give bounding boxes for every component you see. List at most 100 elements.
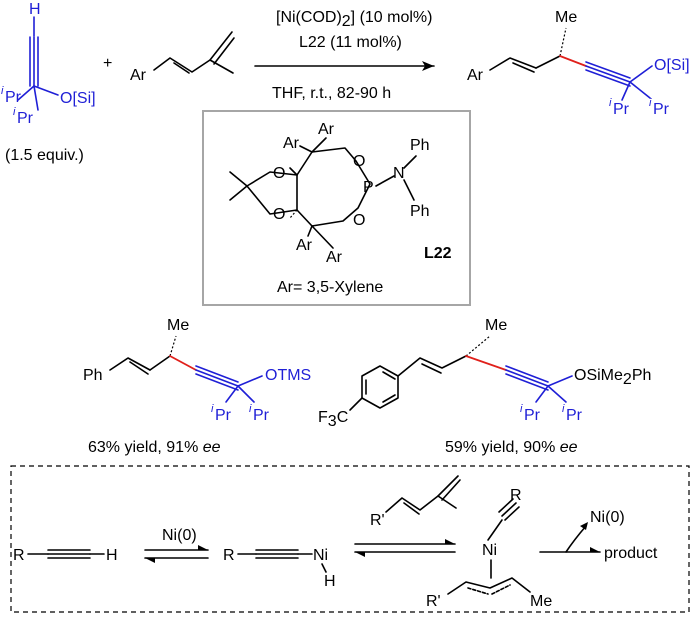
mech-diene-r: R' (370, 512, 385, 529)
example-product-2: F3C Me OSiMe2Ph i Pr i Pr 59% yield, 90%… (318, 317, 651, 456)
product-alkyne-2 (585, 65, 631, 83)
final-arrow-head (590, 547, 600, 552)
mech-product: product (604, 545, 658, 562)
mech-ni-h-bond (321, 563, 327, 573)
diene-terminal-bond (209, 31, 233, 61)
diene-ar-label: Ar (130, 67, 147, 84)
enyne-product: Ar Me O[Si] i Pr i Pr (467, 9, 690, 118)
ex1-double (129, 361, 149, 375)
ex1-ipr2-label: Pr (253, 407, 270, 424)
product-ipr2-label: Pr (653, 101, 670, 118)
product-allyl-bond (535, 55, 561, 69)
eq1-forward-head (198, 545, 208, 550)
ex1-ipr1-bond (225, 385, 239, 403)
ph-label-1: Ph (410, 137, 430, 154)
mechanism-box (10, 465, 690, 613)
ex1-me-label: Me (167, 317, 189, 334)
product-alkyne-3 (585, 69, 631, 87)
eq1-reverse-head (145, 558, 155, 563)
wedge-bond (289, 167, 298, 176)
ex2-ipr2-bond (547, 385, 567, 403)
ex2-benzene-ring (361, 365, 399, 409)
mech-ni1: Ni (313, 547, 328, 564)
mech-r1: R (13, 547, 25, 564)
ar-bond-1 (299, 145, 313, 153)
ar-label-3: Ar (296, 237, 313, 254)
ex2-c-o-bond (547, 375, 573, 387)
ex2-alkyne-3 (505, 373, 549, 391)
ex1-ipr2-bond (237, 385, 255, 403)
ar-label-1: Ar (283, 135, 300, 152)
product-ipr1-sup: i (609, 97, 612, 109)
product-ar-label: Ar (467, 67, 484, 84)
osi-label: O[Si] (60, 90, 96, 107)
ex2-ring-double-1 (382, 371, 396, 380)
mech-ni2: Ni (482, 542, 497, 559)
ring-o-label-1: O (273, 165, 285, 182)
reaction-conditions: [Ni(COD)2] (10 mol%) L22 (11 mol%) THF, … (254, 9, 435, 102)
ex1-alkyne-2 (195, 369, 239, 387)
ex1-c-o-bond (237, 375, 263, 387)
ex2-ring-double-3 (382, 394, 396, 403)
ex2-vinyl (397, 355, 467, 377)
eq2-forward-head (445, 539, 455, 544)
solvent-text: THF, r.t., 82-90 h (272, 85, 391, 102)
mech-alkyne3-a (501, 502, 517, 517)
ex2-ipr1-bond (535, 385, 549, 403)
hash-bond (289, 209, 298, 219)
ex1-vinyl (109, 357, 151, 371)
c-o-bond (33, 85, 59, 96)
ligand-box (202, 110, 471, 306)
ph-label-2: Ph (410, 203, 430, 220)
equiv-label: (1.5 equiv.) (5, 147, 84, 164)
mech-r-prime2: R' (426, 593, 441, 610)
ex1-alkyne-3 (195, 373, 239, 391)
mech-allyl-chain (447, 577, 531, 595)
phosphite-o-label-1: O (353, 153, 365, 170)
c-ipr1-bond (17, 85, 35, 101)
ex2-cf3-label: F3C (318, 409, 348, 430)
alkyne-reagent: H O[Si] i Pr i Pr (1.5 equiv.) (1, 1, 96, 164)
ipr1-sup: i (1, 85, 4, 97)
ring-o-label-2: O (273, 206, 285, 223)
eq2-reverse-head (355, 552, 365, 557)
ex2-cf3-bond (349, 397, 363, 411)
ex1-aryl-label: Ph (83, 367, 103, 384)
ar-label-2: Ar (318, 121, 335, 138)
product-ipr2-sup: i (649, 97, 652, 109)
product-ipr2-bond (629, 81, 651, 99)
product-vinyl (489, 57, 537, 71)
n-ph-bond-2 (403, 179, 415, 201)
n-ph-bond-1 (403, 155, 417, 169)
ex2-hashed-me (465, 335, 491, 357)
mech-me: Me (530, 593, 552, 610)
ligand-loading-text: L22 (11 mol%) (299, 34, 402, 51)
mech-allyl-deloc-1 (467, 587, 489, 595)
ex1-new-cc-bond (169, 355, 197, 371)
ex1-ipr2-sup: i (249, 403, 252, 415)
ipr2-sup: i (13, 106, 16, 118)
diene-chain (153, 57, 234, 74)
reaction-arrow-head (422, 61, 434, 71)
example-product-1: Ph Me OTMS i Pr i Pr 63% yield, 91% ee (83, 317, 311, 456)
ex1-ipr1-label: Pr (215, 407, 232, 424)
ar-label-4: Ar (326, 249, 343, 266)
ex2-silyl-label: OSiMe2Ph (574, 367, 651, 388)
acetonide-me1 (229, 171, 248, 187)
diene-double-2 (213, 37, 235, 65)
ex2-alkyne-1 (505, 365, 549, 383)
mech-h2: H (324, 573, 336, 590)
mechanism: R H Ni(0) R Ni H R' Ni (13, 475, 658, 610)
ni0-release-head (580, 522, 588, 530)
product-c-o-bond (629, 65, 653, 83)
ex2-ipr1-sup: i (520, 403, 523, 415)
ex2-ipr2-sup: i (562, 403, 565, 415)
mech-diene-double-1 (403, 502, 420, 515)
ex2-ipr1-label: Pr (524, 407, 541, 424)
c-ipr2-bond (33, 85, 39, 111)
ex2-new-cc-bond (465, 355, 507, 371)
product-alkyne-1 (585, 61, 631, 79)
ex1-yield: 63% yield, 91% ee (88, 439, 221, 456)
mech-ni0-label: Ni(0) (162, 527, 197, 544)
